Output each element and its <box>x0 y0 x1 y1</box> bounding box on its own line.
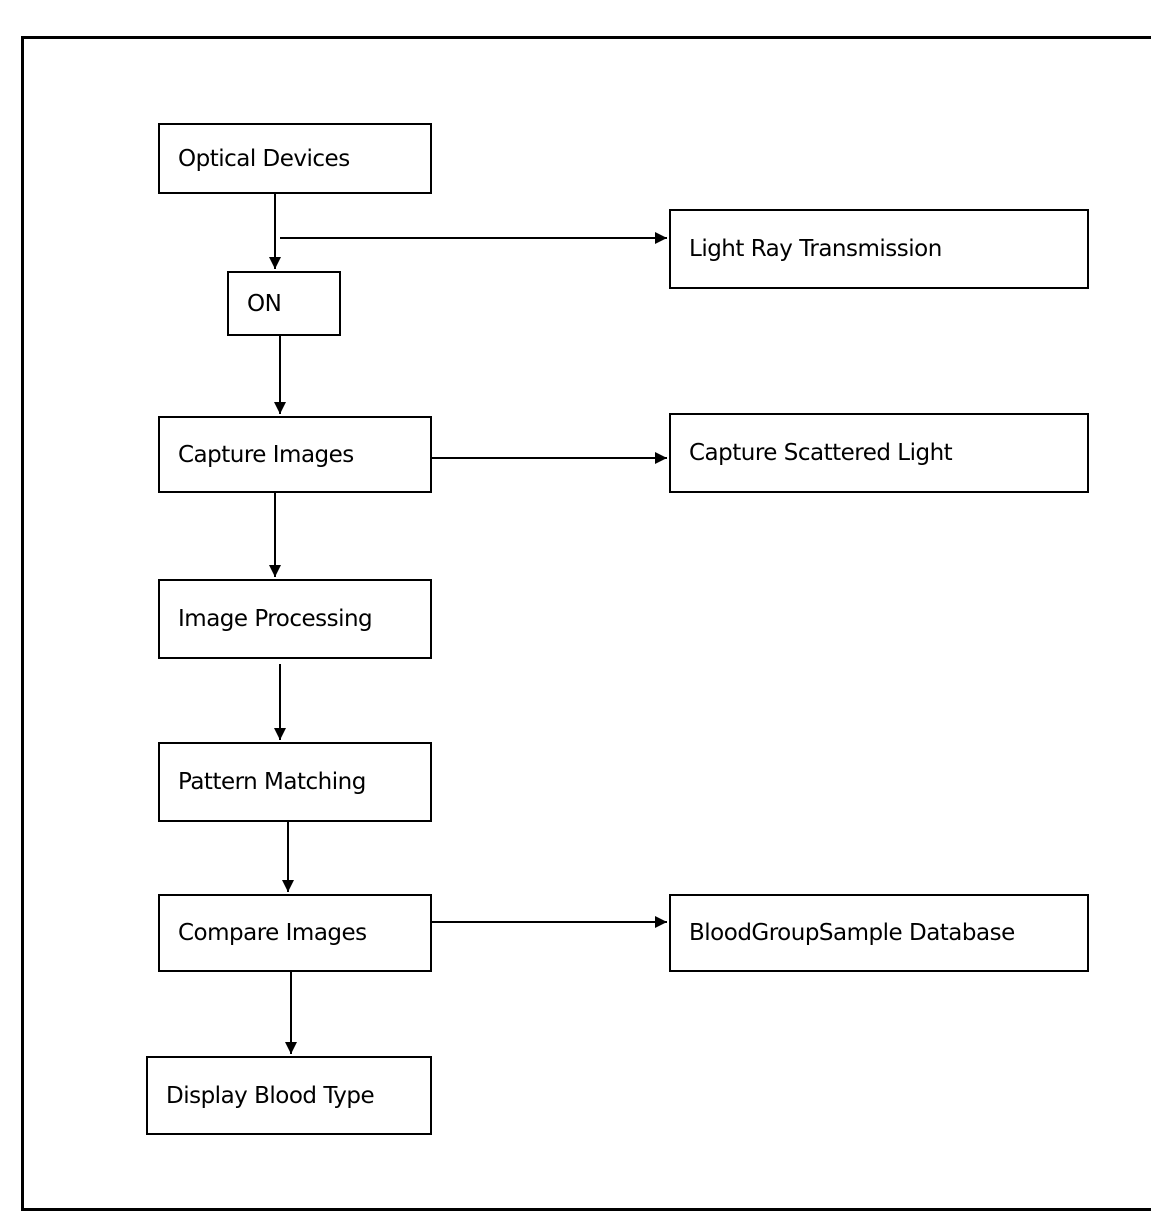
node-on: ON <box>227 271 341 336</box>
node-optical-devices: Optical Devices <box>158 123 432 194</box>
node-light-ray-transmission: Light Ray Transmission <box>669 209 1089 289</box>
node-pattern-matching: Pattern Matching <box>158 742 432 822</box>
node-capture-scattered-light: Capture Scattered Light <box>669 413 1089 493</box>
node-compare-images: Compare Images <box>158 894 432 972</box>
node-bloodgroupsample-database: BloodGroupSample Database <box>669 894 1089 972</box>
node-capture-images: Capture Images <box>158 416 432 493</box>
node-image-processing: Image Processing <box>158 579 432 659</box>
node-display-blood-type: Display Blood Type <box>146 1056 432 1135</box>
